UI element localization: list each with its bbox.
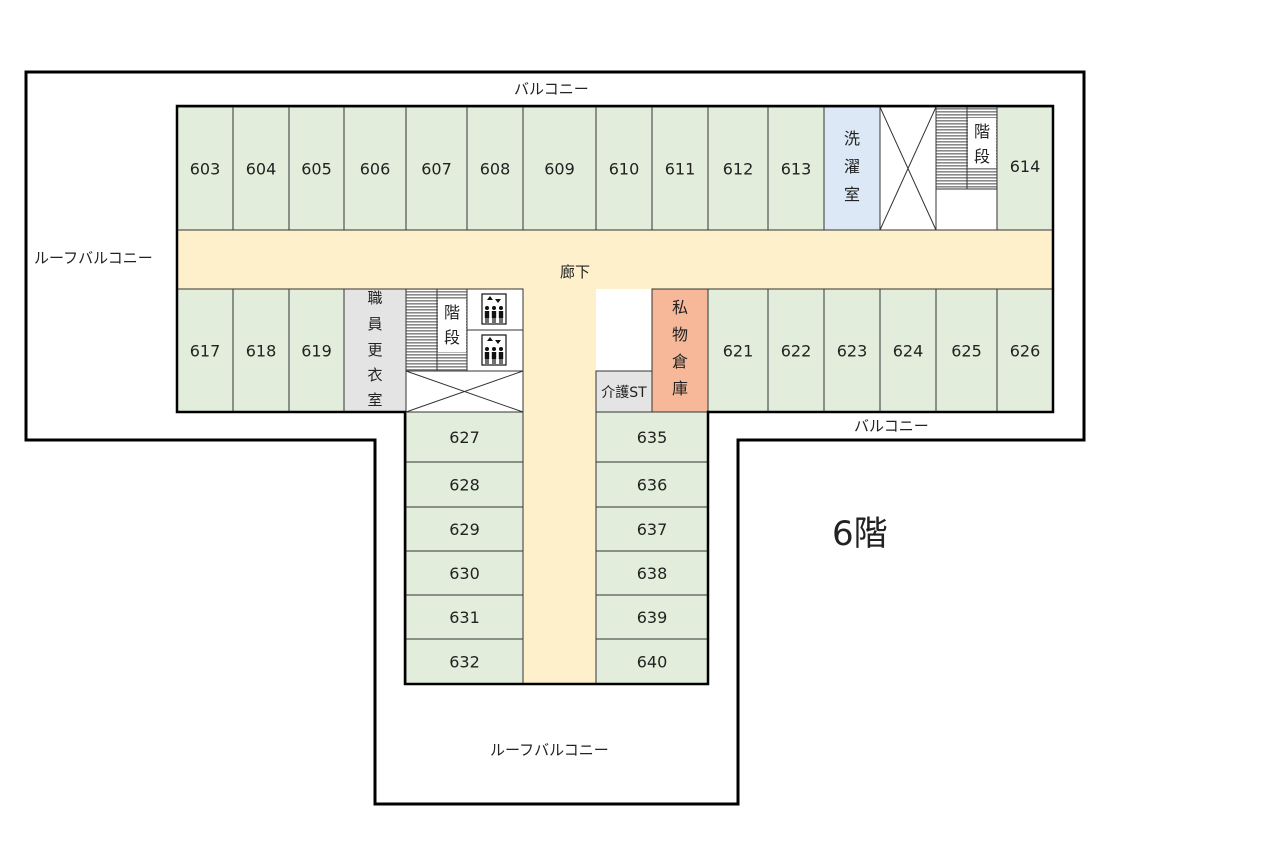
rooms-middle-left: 617 618 619 (176, 288, 345, 413)
room-617 (176, 288, 234, 413)
staff-char-3: 更 (367, 341, 382, 359)
room-number: 623 (837, 342, 868, 361)
stairs-left-label-bg (438, 300, 466, 352)
room-number: 610 (609, 160, 640, 179)
room-number: 624 (893, 342, 924, 361)
laundry-char-2: 濯 (844, 157, 860, 176)
room-639 (595, 594, 709, 640)
balcony-top-label: バルコニー (514, 80, 589, 98)
room-609 (522, 106, 597, 231)
room-number: 612 (723, 160, 754, 179)
storage-char-1: 私 (672, 298, 688, 317)
stairs-right-label-bg (968, 118, 996, 168)
room-number: 614 (1010, 157, 1041, 176)
room-number: 635 (637, 428, 668, 447)
room-610 (595, 106, 653, 231)
room-624 (879, 288, 937, 413)
staff-char-5: 室 (367, 391, 382, 409)
storage-char-2: 物 (672, 325, 688, 344)
room-628 (405, 461, 524, 508)
nurse-station (595, 370, 653, 413)
room-630 (405, 550, 524, 596)
room-number: 609 (544, 160, 575, 179)
room-number: 621 (723, 342, 754, 361)
roof-balcony-left-label: ルーフバルコニー (34, 249, 153, 267)
stairs-left-char-1: 階 (444, 303, 460, 322)
room-number: 638 (637, 564, 668, 583)
room-623 (823, 288, 881, 413)
corridor-label: 廊下 (560, 263, 590, 281)
room-618 (232, 288, 290, 413)
shaft-top-cross-2 (879, 106, 937, 231)
stairs-right-char-1: 階 (974, 122, 990, 141)
storage-char-4: 庫 (672, 379, 688, 398)
shaft-middle-cross-2 (405, 370, 524, 413)
room-number: 639 (637, 608, 668, 627)
room-621 (707, 288, 769, 413)
room-number: 611 (665, 160, 696, 179)
stairs-right-steps (935, 106, 968, 190)
room-number: 622 (781, 342, 812, 361)
balcony-right-label: バルコニー (854, 417, 929, 435)
room-number: 606 (360, 160, 391, 179)
staff-char-2: 員 (367, 315, 382, 333)
stairs-right-char-2: 段 (974, 147, 990, 166)
room-number: 613 (781, 160, 812, 179)
room-635 (595, 411, 709, 463)
room-number: 632 (449, 653, 480, 672)
room-number: 627 (449, 428, 480, 447)
room-number: 636 (637, 476, 668, 495)
corridor-vertical (523, 288, 596, 684)
room-number: 618 (246, 342, 277, 361)
room-606 (343, 106, 407, 231)
corridor-horizontal (177, 230, 1053, 289)
floor-label: 6階 (832, 514, 888, 554)
room-number: 607 (421, 160, 452, 179)
roof-balcony-bottom-label: ルーフバルコニー (490, 741, 609, 759)
room-number: 619 (301, 342, 332, 361)
room-number: 637 (637, 520, 668, 539)
room-626 (996, 288, 1054, 413)
room-number: 625 (951, 342, 982, 361)
stairs-left-char-2: 段 (444, 328, 460, 347)
room-number: 617 (190, 342, 221, 361)
room-number: 603 (190, 160, 221, 179)
staff-char-1: 職 (367, 289, 382, 307)
laundry-char-3: 室 (844, 185, 860, 204)
room-638 (595, 550, 709, 596)
elevator-icon (481, 334, 507, 366)
room-number: 628 (449, 476, 480, 495)
room-613 (767, 106, 825, 231)
room-619 (288, 288, 345, 413)
laundry-char-1: 洗 (844, 129, 860, 148)
room-608 (466, 106, 524, 231)
room-605 (288, 106, 345, 231)
rooms-wing-left: 627 628 629 630 631 632 (405, 411, 524, 685)
staff-char-4: 衣 (367, 366, 382, 384)
rooms-middle-right: 621 622 623 624 625 626 (707, 288, 1054, 413)
private-storage (651, 288, 709, 413)
room-number: 629 (449, 520, 480, 539)
storage-char-3: 倉 (672, 352, 688, 371)
room-number: 604 (246, 160, 277, 179)
room-631 (405, 594, 524, 640)
room-611 (651, 106, 709, 231)
rooms-top-row: 603 604 605 606 607 608 609 610 611 612 613 (176, 106, 825, 231)
nurse-station-label: 介護ST (601, 385, 647, 401)
room-number: 605 (301, 160, 332, 179)
rooms-wing-right: 635 636 637 638 639 640 (595, 411, 709, 685)
room-614 (996, 106, 1054, 231)
room-number: 626 (1010, 342, 1041, 361)
room-number: 631 (449, 608, 480, 627)
room-number: 640 (637, 653, 668, 672)
elevator-icon (481, 293, 507, 325)
room-622 (767, 288, 825, 413)
room-number: 608 (480, 160, 511, 179)
building-wall (175, 104, 1055, 686)
room-number: 630 (449, 564, 480, 583)
